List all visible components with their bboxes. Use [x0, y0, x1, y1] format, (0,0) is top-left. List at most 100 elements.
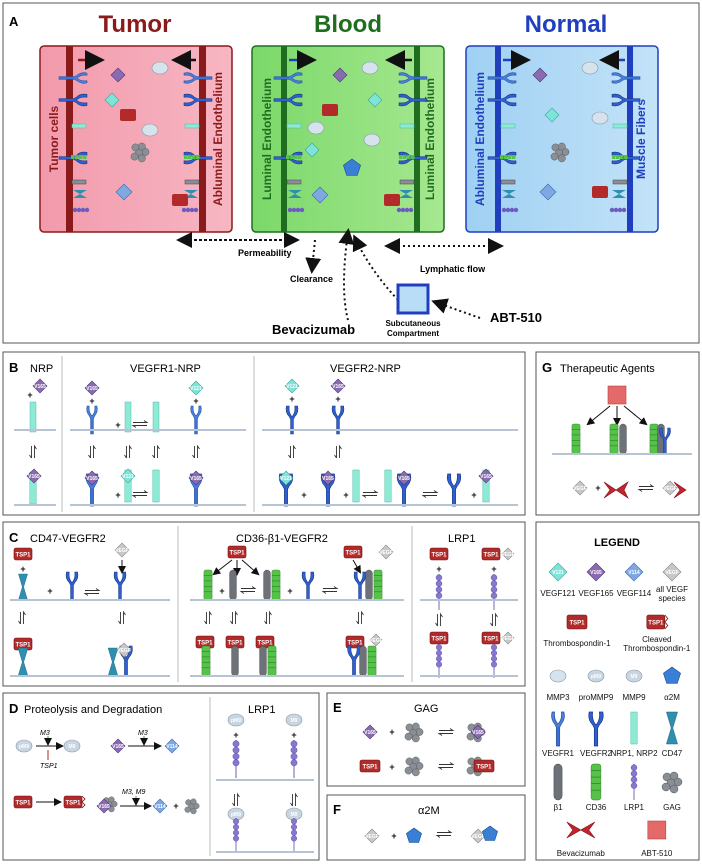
wall-lrp1-icon: [193, 207, 199, 213]
legend-label-vegf-all: all VEGF: [656, 585, 688, 594]
legend-label-vegf121: VEGF121: [540, 589, 576, 598]
wall-nrp-icon: [612, 123, 628, 129]
tsp1-icon: [345, 635, 365, 649]
vegf121-icon: [104, 92, 120, 108]
plus-sign: +: [335, 394, 340, 404]
vegf165-text: V165: [190, 476, 202, 482]
wall-cd47-icon: [399, 190, 413, 198]
bevacizumab-label: Bevacizumab: [272, 322, 355, 337]
panel-a-letter: A: [9, 14, 19, 29]
wall-lrp1-icon: [509, 207, 515, 213]
vegf165-icon: [84, 380, 100, 396]
legend-label-prommp9: proMMP9: [579, 693, 614, 702]
cd36-icon: [571, 423, 581, 455]
vegf165-text: V165: [112, 744, 124, 750]
cd36-icon: [367, 645, 377, 677]
wall-lrp1-icon: [189, 207, 195, 213]
panel-b-section-vegfr1-nrp: VEGFR1-NRP: [130, 363, 201, 375]
vegf165-text: V165: [98, 804, 110, 810]
vegf165-icon: [110, 738, 126, 754]
blood-right-label: Luminal Endothelium: [423, 78, 437, 200]
legend-label-cd36: CD36: [586, 803, 607, 812]
legend-label-mmp3: MMP3: [546, 693, 570, 702]
a2m-icon: [663, 666, 681, 684]
wall-lrp1-icon: [287, 207, 293, 213]
tsp1-text: TSP1: [431, 637, 447, 643]
tsp1-icon: [359, 759, 381, 773]
wall-beta1-icon: [612, 179, 628, 185]
vegf-all-text: VEGF: [117, 648, 131, 654]
beta1-icon: [553, 763, 563, 801]
panel-d-enzyme1: M3: [40, 730, 50, 737]
wall-cd36-icon: [411, 155, 415, 159]
vegf121-icon: [284, 378, 300, 394]
wall-nrp-icon: [500, 123, 516, 129]
legend-panel: LEGEND V121VEGF121V165VEGF165V114VEGF114…: [535, 521, 700, 861]
vegf114-icon: [115, 183, 133, 201]
tsp1-text: TSP1: [345, 551, 361, 557]
legend-label-nrp: NRP1, NRP2: [610, 749, 658, 758]
normal-right-label: Muscle Fibers: [634, 99, 648, 179]
plus-sign: +: [219, 586, 224, 596]
equilibrium-arrow: [421, 490, 439, 498]
panel-c-section-cd47: CD47-VEGFR2: [30, 533, 106, 545]
plus-sign: +: [115, 490, 120, 500]
vegf165-text: V165: [398, 476, 410, 482]
a2m-icon: [482, 825, 498, 841]
plus-sign: +: [491, 564, 496, 574]
wall-nrp-icon: [399, 123, 415, 129]
tsp1-icon: [227, 545, 247, 559]
normal-left-label: Abluminal Endothelium: [473, 72, 487, 206]
plus-sign: +: [173, 801, 178, 811]
legend-label-mmp9: MMP9: [622, 693, 646, 702]
panel-g-content: VEGF+VEGF: [552, 385, 692, 499]
lymphatic-label: Lymphatic flow: [420, 264, 486, 274]
wall-lrp1-icon: [501, 207, 507, 213]
wall-beta1-icon: [399, 179, 415, 185]
cd36-icon: [590, 763, 602, 801]
vegf-all-text: VEGF: [501, 552, 515, 558]
nrp-icon: [384, 469, 392, 503]
vegf114-text: V114: [166, 744, 178, 750]
vegf-all-icon: [364, 828, 380, 844]
mmp-icon: [307, 121, 325, 135]
panel-c-letter: C: [9, 530, 19, 545]
wall-lrp1-icon: [396, 207, 402, 213]
vegf121-text: V121: [122, 474, 134, 480]
tsp1-text: TSP1: [431, 553, 447, 559]
tsp1-target-arrow: [241, 559, 260, 576]
vegf165-text: V165: [86, 386, 98, 392]
vegf165-icon: [32, 378, 48, 394]
vegf-all-text: VEGF: [379, 550, 393, 556]
equilibrium-arrow: [290, 792, 298, 807]
mmp-icon: [581, 61, 599, 75]
vegf114-icon: [624, 562, 644, 582]
vegf121-text: V121: [552, 570, 564, 576]
prommp9-text: pM9: [591, 674, 601, 680]
equilibrium-arrow: [239, 586, 257, 594]
tsp1-icon: [13, 547, 33, 561]
legend-title: LEGEND: [594, 537, 640, 549]
bevacizumab-icon: [603, 481, 629, 499]
wall-cd36-icon: [512, 155, 516, 159]
panel-f-content: VEGF+VEGF: [364, 825, 498, 844]
tsp1-text: TSP1: [483, 553, 499, 559]
vegf165-icon: [26, 468, 42, 484]
beta1-icon: [229, 569, 237, 601]
prommp9-text: pM9: [19, 744, 29, 750]
wall-cd36-icon: [624, 155, 628, 159]
vegf121-icon: [278, 470, 294, 486]
panel-b: B NRP VEGFR1-NRP VEGFR2-NRP V165+V165V16…: [2, 351, 526, 516]
panel-b-section-vegfr2-nrp: VEGFR2-NRP: [330, 363, 401, 375]
nrp-icon: [352, 469, 360, 503]
wall-lrp1-icon: [609, 207, 615, 213]
wall-lrp1-icon: [181, 207, 187, 213]
vegf-all-text: VEGF: [471, 834, 485, 840]
equilibrium-arrow: [88, 444, 96, 459]
mmp9-icon: [285, 713, 303, 727]
nrp-icon: [152, 401, 160, 433]
cd36-icon: [271, 569, 281, 601]
panel-a: A Tumor Tumor cells Abluminal Endotheliu…: [2, 2, 700, 344]
